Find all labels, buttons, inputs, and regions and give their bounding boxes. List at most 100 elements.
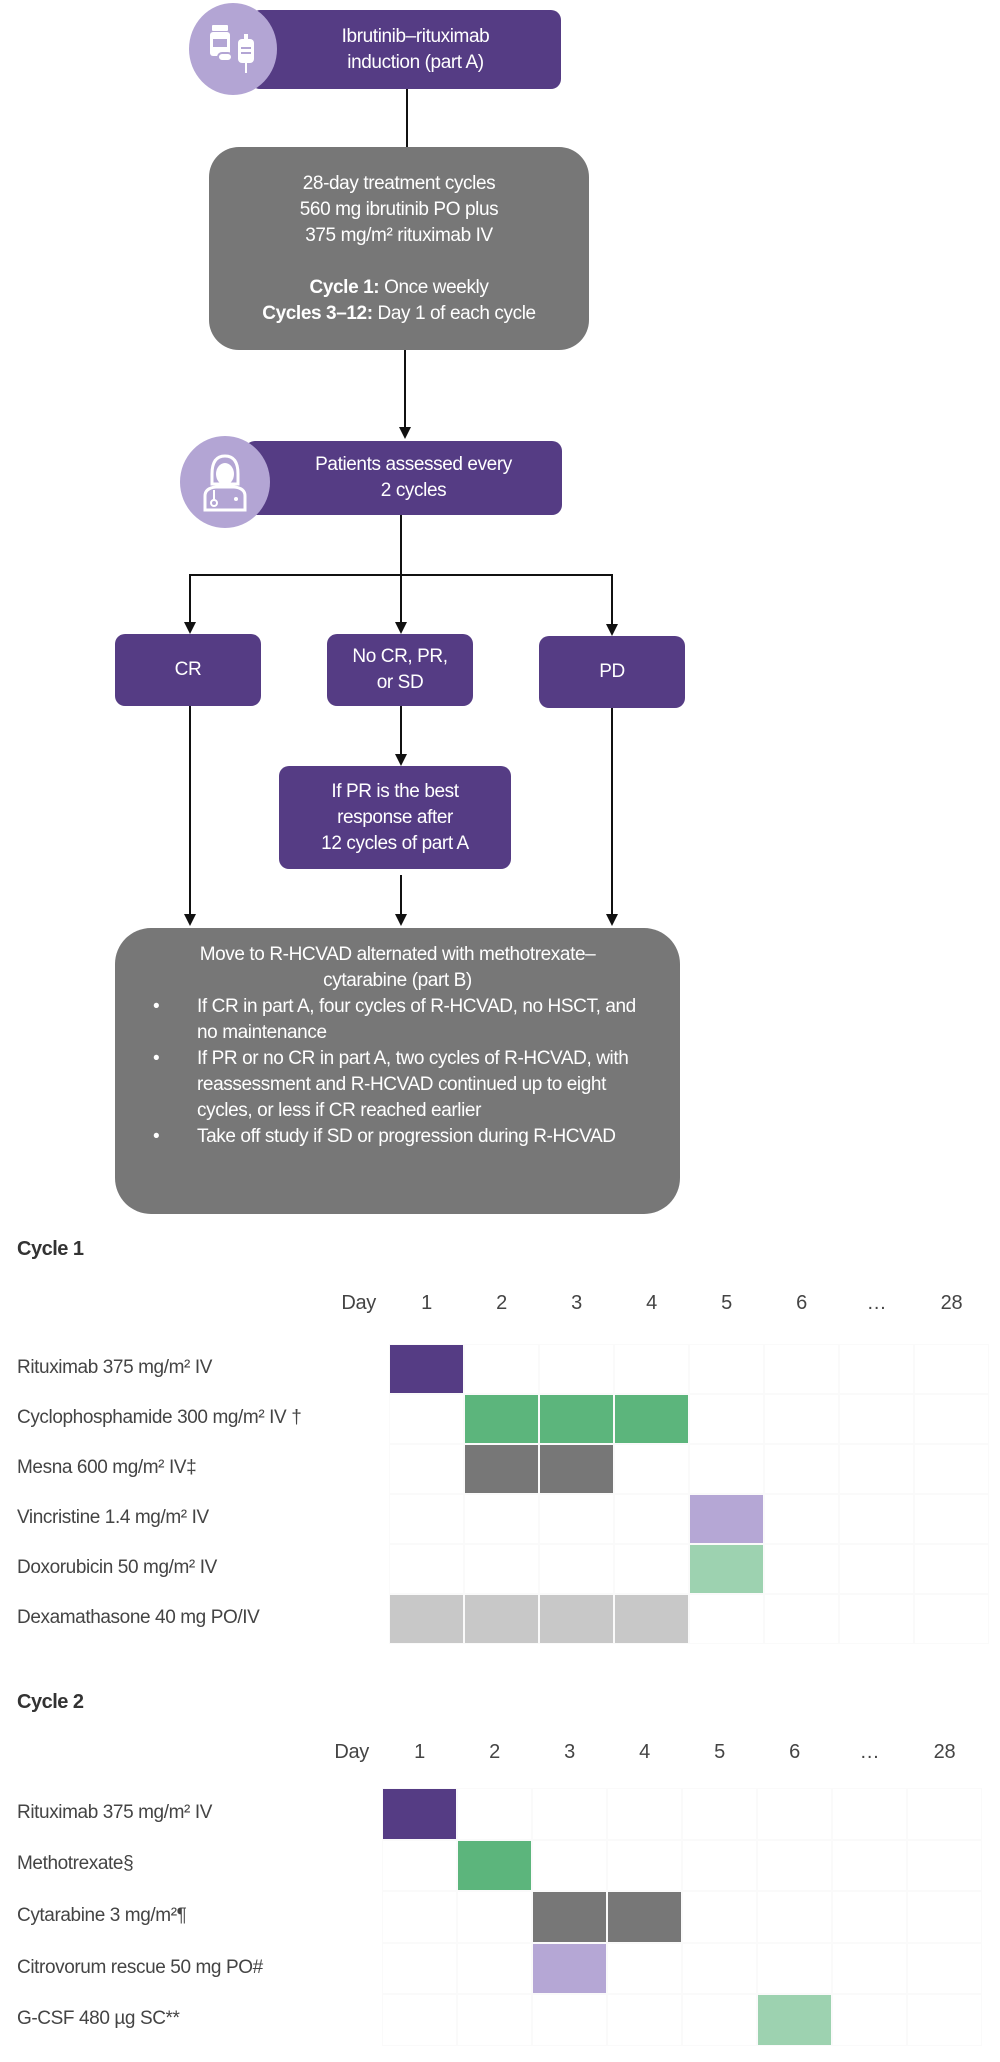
grid-cell <box>382 1788 457 1840</box>
day-header-label: Day <box>341 1292 376 1314</box>
grid-cell <box>457 1839 532 1892</box>
connector-line <box>611 708 613 916</box>
connector-line <box>189 574 191 624</box>
grid-cell <box>614 1394 689 1444</box>
grid-cell <box>532 1942 607 1995</box>
grid-cell <box>839 1494 914 1544</box>
cycles3-text: Day 1 of each cycle <box>372 302 537 324</box>
bullet-text: If PR or no CR in part A, two cycles of … <box>197 1048 629 1121</box>
grid-cell <box>914 1444 989 1494</box>
dose-cell-day-3 <box>540 1595 613 1643</box>
connector-line <box>400 706 402 756</box>
cycles3-label: Cycles 3–12: <box>262 302 373 324</box>
drug-label: Cytarabine 3 mg/m²¶ <box>17 1905 187 1926</box>
grid-cell <box>464 1394 539 1444</box>
grid-cell <box>457 1891 532 1943</box>
day-header: 2 <box>496 1292 507 1314</box>
grid-cell <box>689 1444 764 1494</box>
grid-cell <box>457 1942 532 1995</box>
grid-cell <box>914 1494 989 1544</box>
grid-cell <box>682 1839 757 1892</box>
assessment-line1: Patients assessed every <box>315 454 512 475</box>
cycles3-schedule: Cycles 3–12: Day 1 of each cycle <box>262 301 537 327</box>
grid-cell <box>539 1594 614 1644</box>
cycle1-schedule: Cycle 1: Once weekly <box>310 275 489 301</box>
grid-cell <box>457 1788 532 1840</box>
drug-label: Mesna 600 mg/m² IV‡ <box>17 1457 197 1478</box>
schedule-title: Cycle 1 <box>17 1238 84 1260</box>
pr-line1: If PR is the best <box>331 780 459 802</box>
drug-label: Rituximab 375 mg/m² IV <box>17 1357 212 1378</box>
grid-cell <box>907 1839 982 1892</box>
treatment-line3: 375 mg/m² rituximab IV <box>305 224 493 246</box>
grid-cell <box>539 1544 614 1594</box>
grid-cell <box>682 1891 757 1943</box>
grid-cell <box>764 1494 839 1544</box>
grid-cell <box>389 1444 464 1494</box>
day-header: 6 <box>796 1292 807 1314</box>
grid-cell <box>757 1891 832 1943</box>
grid-cell <box>614 1494 689 1544</box>
branch-line <box>189 574 613 576</box>
arrowhead <box>395 914 407 926</box>
grid-cell <box>382 1891 457 1943</box>
day-header: 28 <box>933 1741 956 1763</box>
grid-cell <box>532 1994 607 2046</box>
bullet-text: If CR in part A, four cycles of R-HCVAD,… <box>197 996 636 1043</box>
arrowhead <box>395 622 407 634</box>
drug-label: Citrovorum rescue 50 mg PO# <box>17 1956 263 1978</box>
grid-cell <box>607 1994 682 2046</box>
arrowhead <box>606 914 618 926</box>
dose-cell-day-4 <box>608 1892 681 1942</box>
grid-cell <box>607 1839 682 1892</box>
medication-icon <box>189 3 277 95</box>
treatment-line1: 28-day treatment cycles <box>302 172 496 194</box>
connector-line <box>611 574 613 626</box>
doctor-icon <box>203 454 247 512</box>
connector-line <box>406 89 408 147</box>
cycle1-label: Cycle 1: <box>309 276 380 298</box>
grid-cell <box>907 1942 982 1995</box>
part-b-title-line2: cytarabine (part B) <box>323 970 472 991</box>
grid-cell <box>539 1494 614 1544</box>
bullet-dot: • <box>153 996 160 1017</box>
grid-cell <box>832 1994 907 2046</box>
dose-cell-day-4 <box>615 1595 688 1643</box>
day-header: 2 <box>489 1741 500 1763</box>
dose-cell-day-5 <box>690 1495 763 1543</box>
grid-cell <box>607 1942 682 1995</box>
part-b-box: Move to R-HCVAD alternated with methotre… <box>115 928 680 1214</box>
drug-label: Methotrexate§ <box>17 1853 134 1875</box>
grid-cell <box>389 1594 464 1644</box>
dose-cell-day-1 <box>390 1345 463 1393</box>
grid-cell <box>607 1891 682 1943</box>
grid-cell <box>914 1594 989 1644</box>
grid-cell <box>614 1344 689 1394</box>
grid-cell <box>539 1394 614 1444</box>
day-header: 1 <box>414 1741 425 1763</box>
grid-cell <box>689 1344 764 1394</box>
bullet-text: Take off study if SD or progression duri… <box>197 1126 616 1147</box>
grid-cell <box>682 1788 757 1840</box>
arrowhead <box>184 914 196 926</box>
grid-cell <box>839 1594 914 1644</box>
dose-cell-day-1 <box>390 1595 463 1643</box>
dose-cell-day-1 <box>383 1789 456 1839</box>
grid-cell <box>757 1994 832 2046</box>
dose-cell-day-2 <box>465 1595 538 1643</box>
grid-cell <box>832 1788 907 1840</box>
grid-cell <box>382 1839 457 1892</box>
connector-line <box>404 350 406 428</box>
grid-cell <box>757 1788 832 1840</box>
grid-cell <box>764 1444 839 1494</box>
grid-cell <box>607 1788 682 1840</box>
grid-cell <box>464 1594 539 1644</box>
induction-line2: induction (part A) <box>347 51 484 73</box>
grid-cell <box>832 1942 907 1995</box>
bullet-dot: • <box>153 1048 160 1069</box>
pr-line3: 12 cycles of part A <box>321 832 469 854</box>
pill-bottle-iv-bag-icon <box>210 25 254 73</box>
grid-cell <box>532 1839 607 1892</box>
grid-cell <box>689 1394 764 1444</box>
connector-line <box>400 515 402 623</box>
